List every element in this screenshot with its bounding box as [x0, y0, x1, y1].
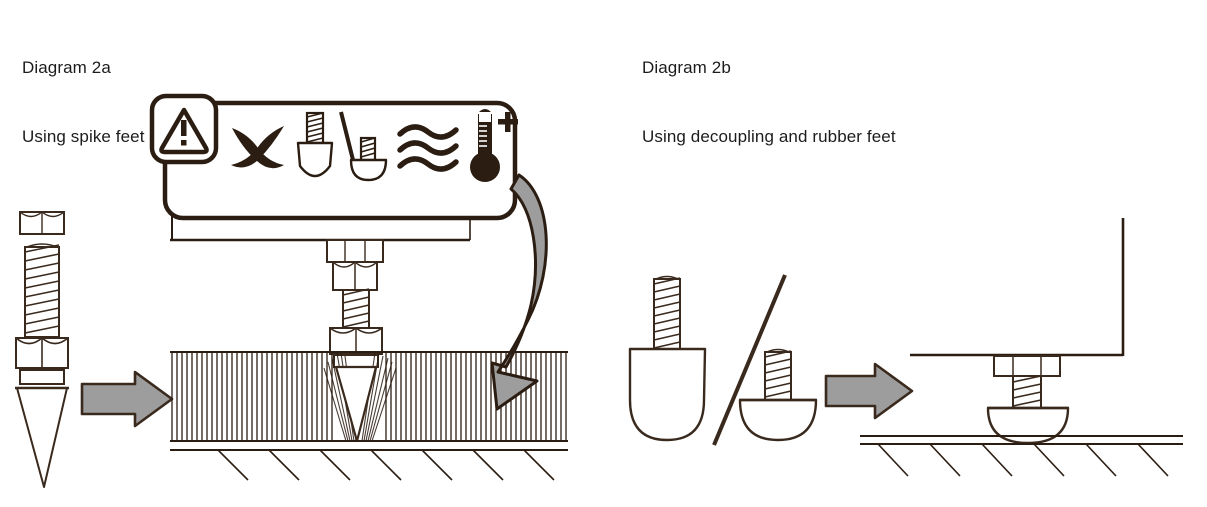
rubber-foot-assembly [738, 348, 818, 442]
conical-spike-mounted-icon [334, 365, 378, 443]
caption-2b-title: Diagram 2b [642, 58, 731, 77]
hex-lock-nut-mounted-icon [329, 327, 383, 355]
rubber-foot-mounted [986, 355, 1070, 445]
curved-callout-arrow-2a [490, 173, 548, 411]
figure-2a [15, 93, 568, 488]
panel-diagram-2b: Diagram 2b Using decoupling and rubber f… [620, 0, 1207, 507]
threaded-screw-mounted-icon [342, 288, 370, 329]
rubber-foot-dome-icon [986, 406, 1070, 445]
rubber-foot-icon-2b [738, 398, 818, 442]
warning-label-box [149, 93, 518, 240]
install-arrow-2b [824, 362, 914, 420]
spike-foot-icon [296, 111, 334, 178]
rubber-foot-icon [349, 136, 388, 182]
speaker-cabinet-2b [910, 218, 1125, 357]
carpet-pile [170, 351, 568, 443]
spike-assembly-mounted [326, 239, 384, 368]
slash-divider-2b [712, 274, 787, 446]
hex-nut-mounted-2b-icon [993, 355, 1061, 377]
threaded-screw-icon [24, 243, 60, 338]
install-arrow-2a [80, 370, 174, 428]
threaded-screw-mounted-2b-icon [1012, 375, 1042, 409]
hard-subfloor-2a [170, 449, 568, 481]
plus-sign-icon [498, 112, 518, 132]
warning-triangle-icon [149, 93, 219, 165]
conical-spike-icon [15, 386, 69, 488]
caption-2a: Diagram 2a Using spike feet [22, 10, 145, 194]
hard-subfloor-2b [860, 435, 1183, 477]
hex-nut-loose-icon [19, 211, 65, 235]
caption-2b: Diagram 2b Using decoupling and rubber f… [642, 10, 896, 194]
figure-2b [628, 218, 1183, 477]
hex-nut-mounted-icon [332, 261, 378, 291]
waves-icon [397, 124, 459, 172]
decoupling-foot-icon [628, 347, 707, 442]
threaded-screw-rubber-icon [764, 348, 792, 401]
caption-2b-subtitle: Using decoupling and rubber feet [642, 127, 896, 146]
panel-diagram-2a: Diagram 2a Using spike feet [15, 10, 568, 488]
threaded-screw-decoupling-icon [653, 275, 681, 350]
hex-lock-nut-icon [15, 337, 69, 369]
spike-assembly-exploded [15, 211, 69, 488]
washer-icon [19, 369, 65, 385]
caption-2a-subtitle: Using spike feet [22, 127, 145, 146]
thermometer-icon [470, 109, 500, 182]
decoupling-foot-assembly [628, 275, 707, 442]
cross-x-icon [231, 126, 284, 169]
washer-mounted-icon [333, 354, 379, 368]
caption-2a-title: Diagram 2a [22, 58, 111, 77]
hex-nut-mounted-top-icon [326, 239, 384, 263]
